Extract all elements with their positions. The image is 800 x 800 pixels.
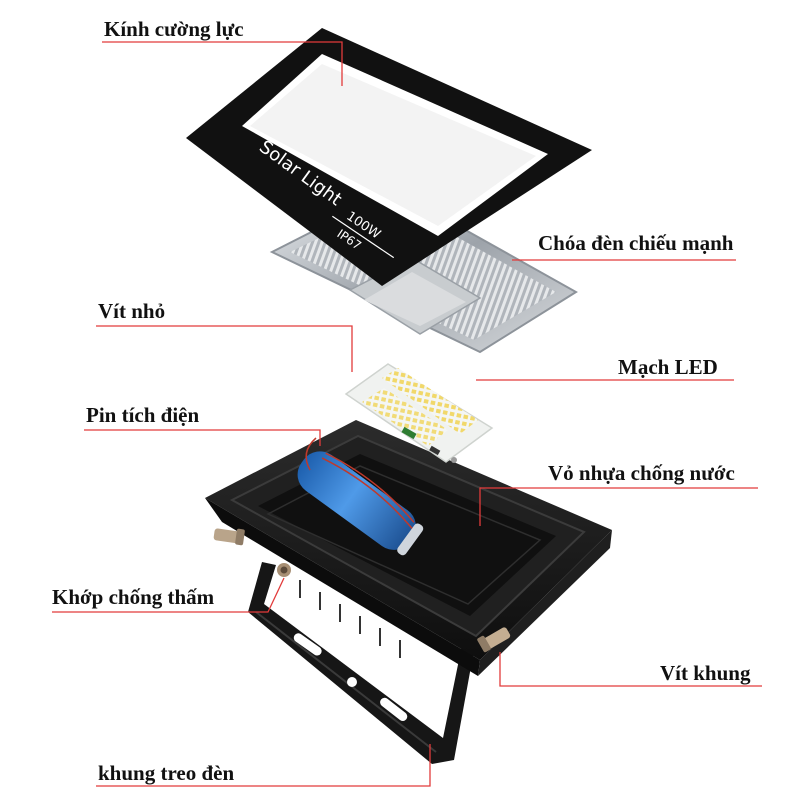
- frame-screw-left: [213, 528, 245, 546]
- leader-waterproof-joint: [52, 577, 285, 613]
- leader-frame-screw: [499, 652, 762, 687]
- leader-battery: [84, 429, 321, 446]
- leader-waterproof-shell: [479, 487, 758, 526]
- waterproof-joint: [277, 563, 291, 577]
- leader-mounting-bracket: [96, 744, 431, 787]
- leader-small-screw: [96, 325, 353, 372]
- bracket-hole: [347, 677, 357, 687]
- bracket-slot: [380, 697, 408, 721]
- label-reflector: Chóa đèn chiếu mạnh: [538, 231, 734, 255]
- label-mounting-bracket: khung treo đèn: [98, 761, 234, 785]
- mounting-bracket: [248, 562, 474, 764]
- label-tempered-glass: Kính cường lực: [104, 17, 244, 41]
- label-led-board: Mạch LED: [618, 355, 718, 379]
- cylindrical-battery: [297, 451, 424, 556]
- part-labels: Kính cường lực Chóa đèn chiếu mạnh Vít n…: [52, 17, 751, 785]
- leader-lines: [52, 41, 762, 787]
- tempered-glass-panel: Solar Light 100W IP67: [186, 28, 592, 286]
- label-battery: Pin tích điện: [86, 403, 200, 427]
- leader-tempered-glass: [102, 41, 343, 86]
- label-waterproof-shell: Vỏ nhựa chống nước: [548, 461, 735, 485]
- label-frame-screw: Vít khung: [660, 661, 751, 685]
- label-small-screw: Vít nhỏ: [98, 299, 165, 323]
- led-circuit-board: [344, 363, 494, 463]
- label-waterproof-joint: Khớp chống thấm: [52, 585, 215, 609]
- frame-screw-right: [477, 627, 511, 653]
- bracket-slot: [293, 633, 322, 656]
